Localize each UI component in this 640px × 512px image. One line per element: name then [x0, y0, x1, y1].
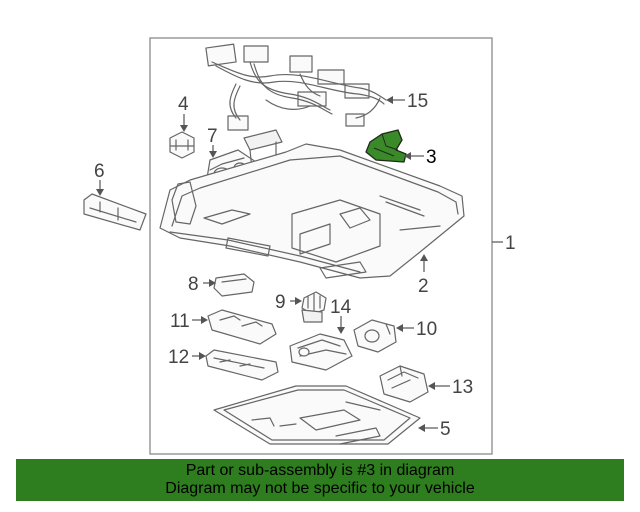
- callout-8: 8: [188, 274, 199, 295]
- caption-bar: Part or sub-assembly is #3 in diagram Di…: [16, 459, 624, 501]
- callout-6: 6: [94, 161, 105, 182]
- assembly-frame: [149, 37, 493, 455]
- part-2-console-housing[interactable]: [159, 143, 465, 279]
- part-5-trim-panel[interactable]: [213, 385, 421, 445]
- callout-2: 2: [418, 276, 429, 297]
- callout-10: 10: [416, 319, 437, 340]
- callout-7: 7: [207, 126, 218, 147]
- callout-5: 5: [440, 419, 451, 440]
- part-4-clip[interactable]: [169, 131, 195, 159]
- part-12-lens[interactable]: [205, 349, 279, 381]
- part-8-switch[interactable]: [213, 273, 255, 297]
- caption-line-1: Part or sub-assembly is #3 in diagram: [185, 462, 455, 479]
- callout-14: 14: [330, 297, 352, 318]
- part-10-sensor[interactable]: [353, 319, 397, 353]
- part-9-bulb-socket[interactable]: [301, 291, 327, 323]
- callout-15: 15: [407, 91, 428, 112]
- parts-diagram: 15 4 7 3 6 1 2 8 9 14 11 10 12 13 5: [83, 37, 516, 455]
- part-6-module[interactable]: [83, 193, 147, 231]
- part-13-bracket[interactable]: [379, 365, 429, 403]
- part-11-lens[interactable]: [207, 309, 277, 345]
- callout-1: 1: [505, 233, 516, 254]
- callout-3: 3: [426, 147, 437, 168]
- callout-12: 12: [168, 347, 189, 368]
- callout-11: 11: [170, 311, 190, 332]
- caption-line-2: Diagram may not be specific to your vehi…: [165, 480, 475, 497]
- callout-4: 4: [178, 94, 189, 115]
- part-15-wiring-harness[interactable]: [205, 43, 387, 131]
- part-3-bracket-highlighted[interactable]: [365, 129, 407, 163]
- part-14-lamp-assembly[interactable]: [289, 333, 353, 371]
- callout-9: 9: [275, 292, 286, 313]
- callout-13: 13: [452, 377, 473, 398]
- leader-lines: [96, 96, 503, 432]
